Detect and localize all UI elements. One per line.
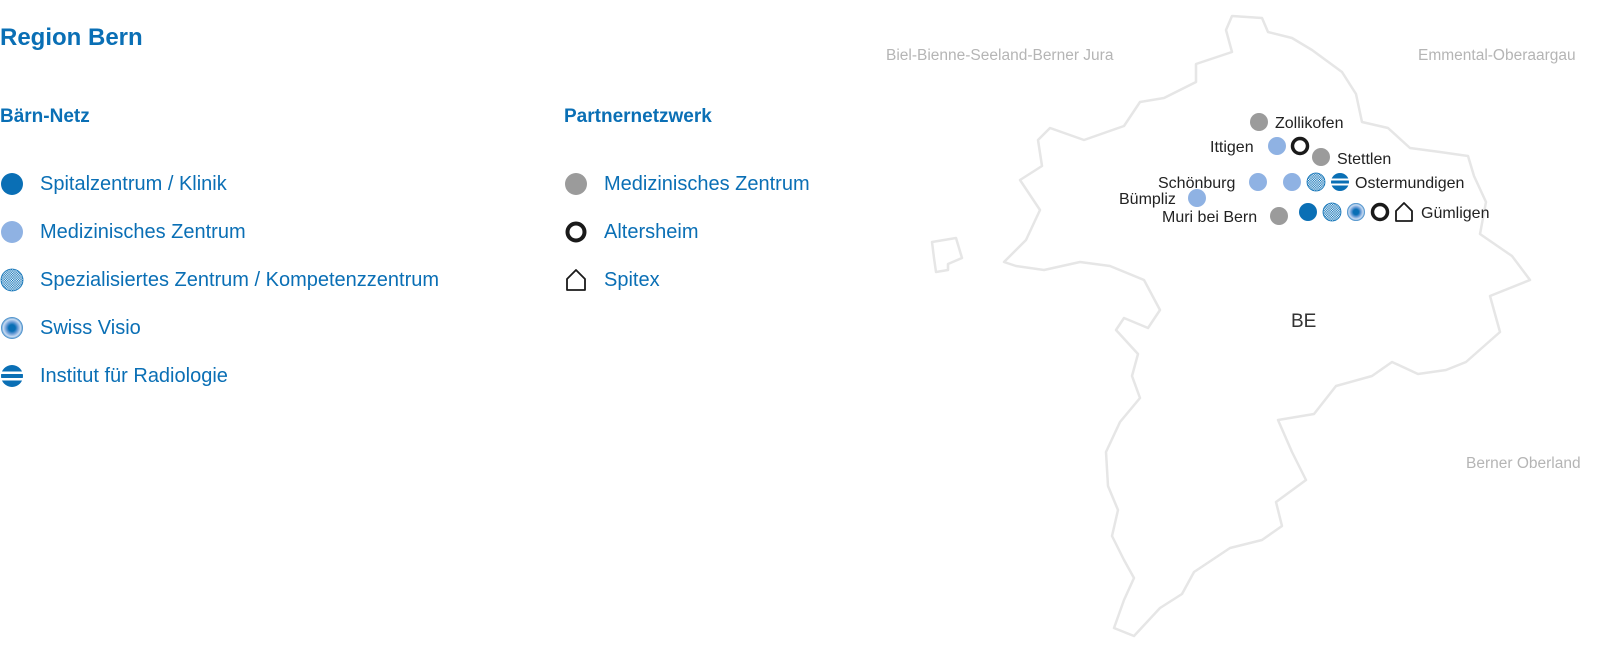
guemligen-label: Gümligen xyxy=(1421,205,1489,222)
page-title: Region Bern xyxy=(0,24,143,51)
legend-label: Swiss Visio xyxy=(40,317,141,339)
legend-item-partner-medizinisches-zentrum: Medizinisches Zentrum xyxy=(564,170,810,218)
schoenburg-marker[interactable] xyxy=(1249,173,1267,191)
canton-label: BE xyxy=(1291,311,1316,332)
legend-item-medizinisches-zentrum: Medizinisches Zentrum xyxy=(0,218,439,266)
guemligen-marker-spitex[interactable] xyxy=(1395,202,1413,222)
legend-item-swiss-visio: Swiss Visio xyxy=(0,314,439,362)
checkered-circle-icon xyxy=(0,268,24,292)
legend-label: Spezialisiertes Zentrum / Kompetenzzentr… xyxy=(40,269,440,291)
legend-item-altersheim: Altersheim xyxy=(564,218,810,266)
baern-netz-legend: Spitalzentrum / Klinik Medizinisches Zen… xyxy=(0,170,439,410)
muri-label: Muri bei Bern xyxy=(1162,209,1257,226)
ring-icon xyxy=(565,221,587,243)
solid-circle-icon xyxy=(1,173,23,195)
partnernetzwerk-heading: Partnernetzwerk xyxy=(564,106,712,127)
legend-label: Institut für Radiologie xyxy=(40,365,228,387)
legend-item-spitex: Spitex xyxy=(564,266,810,314)
stettlen-label: Stettlen xyxy=(1337,151,1391,168)
partnernetzwerk-legend: Medizinisches Zentrum Altersheim Spitex xyxy=(564,170,810,314)
stettlen-marker[interactable] xyxy=(1312,148,1330,166)
zollikofen-label: Zollikofen xyxy=(1275,115,1343,132)
legend-label: Spitex xyxy=(604,269,660,291)
region-label-north-west: Biel-Bienne-Seeland-Berner Jura xyxy=(886,47,1114,64)
gray-circle-icon xyxy=(565,173,587,195)
ostermundigen-marker-specialized[interactable] xyxy=(1306,172,1326,192)
region-border-inlet xyxy=(930,236,964,274)
schoenburg-label: Schönburg xyxy=(1158,175,1235,192)
guemligen-marker-swiss-visio[interactable] xyxy=(1347,203,1365,221)
muri-marker[interactable] xyxy=(1270,207,1288,225)
legend-label: Spitalzentrum / Klinik xyxy=(40,173,227,195)
legend-item-spitalzentrum: Spitalzentrum / Klinik xyxy=(0,170,439,218)
baern-netz-heading: Bärn-Netz xyxy=(0,106,90,127)
ittigen-label: Ittigen xyxy=(1210,139,1254,156)
ittigen-marker[interactable] xyxy=(1268,137,1286,155)
legend-label: Altersheim xyxy=(604,221,699,243)
radial-circle-icon xyxy=(1,317,23,339)
guemligen-marker-hospital[interactable] xyxy=(1299,203,1317,221)
zollikofen-marker[interactable] xyxy=(1250,113,1268,131)
region-label-north-east: Emmental-Oberaargau xyxy=(1418,47,1576,64)
legend-label: Medizinisches Zentrum xyxy=(604,173,810,195)
house-icon xyxy=(566,269,586,291)
buempliz-label: Bümpliz xyxy=(1119,191,1176,208)
ostermundigen-label: Ostermundigen xyxy=(1355,175,1464,192)
ostermundigen-marker-medical[interactable] xyxy=(1283,173,1301,191)
legend-item-spezialisiertes-zentrum: Spezialisiertes Zentrum / Kompetenzzentr… xyxy=(0,266,439,314)
ittigen-altersheim-marker[interactable] xyxy=(1290,136,1310,156)
guemligen-marker-altersheim[interactable] xyxy=(1370,202,1390,222)
light-circle-icon xyxy=(1,221,23,243)
buempliz-marker[interactable] xyxy=(1188,189,1206,207)
striped-circle-icon xyxy=(1,365,23,387)
region-border xyxy=(1002,14,1532,638)
legend-item-radiologie: Institut für Radiologie xyxy=(0,362,439,410)
guemligen-marker-specialized[interactable] xyxy=(1322,202,1342,222)
ostermundigen-marker-radiology[interactable] xyxy=(1331,173,1349,191)
region-label-south-east: Berner Oberland xyxy=(1466,455,1581,472)
legend-label: Medizinisches Zentrum xyxy=(40,221,246,243)
